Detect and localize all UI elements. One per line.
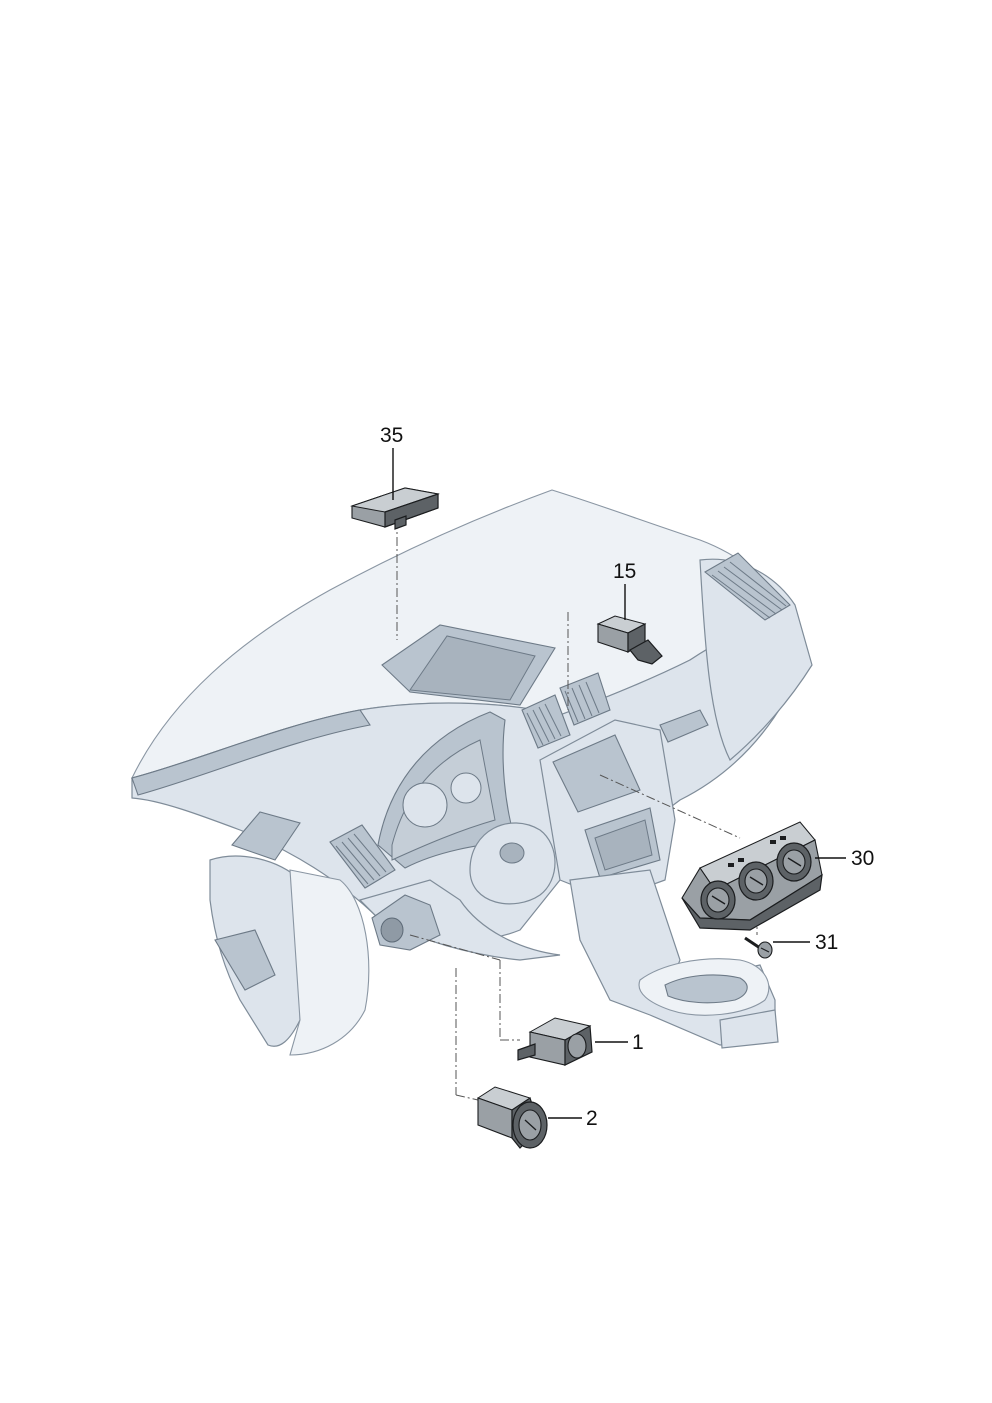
speedometer-dial bbox=[402, 782, 448, 828]
glovebox-handle bbox=[659, 709, 709, 743]
left-edge-vent bbox=[231, 811, 301, 861]
upper-storage-bin-inner bbox=[409, 635, 536, 701]
callout-labels: 35 15 30 31 1 2 bbox=[380, 424, 874, 1130]
climate-knob-right[interactable] bbox=[776, 842, 812, 882]
ignition-lock bbox=[499, 842, 525, 864]
light-switch-hole bbox=[380, 917, 404, 943]
part-35-sensor[interactable] bbox=[350, 487, 440, 530]
dashboard-right-end bbox=[699, 558, 813, 761]
centre-vent-right-slats bbox=[564, 681, 600, 723]
left-air-vent bbox=[329, 824, 396, 889]
part-15-control-unit[interactable] bbox=[596, 615, 663, 665]
tachometer-dial bbox=[450, 772, 482, 804]
gear-shift-opening bbox=[664, 974, 748, 1004]
callout-leaders bbox=[392, 448, 846, 1119]
left-bracket-rib bbox=[214, 929, 276, 991]
callout-1: 1 bbox=[632, 1031, 644, 1054]
callout-30: 30 bbox=[851, 847, 874, 870]
part-30-climate-control-panel[interactable] bbox=[681, 821, 823, 931]
assembly-lines bbox=[396, 520, 758, 1101]
climate-knob-centre[interactable] bbox=[738, 861, 774, 901]
part-31-screw[interactable] bbox=[744, 936, 773, 959]
callout-15: 15 bbox=[613, 560, 636, 583]
centre-vent-left-slats bbox=[526, 703, 562, 746]
part-2-light-switch[interactable] bbox=[476, 1086, 548, 1149]
left-end-cap bbox=[289, 869, 370, 1056]
climate-knob-left[interactable] bbox=[700, 880, 736, 920]
dashboard-assembly bbox=[130, 489, 813, 1056]
right-air-vent bbox=[704, 552, 791, 621]
callout-31: 31 bbox=[815, 931, 838, 954]
part-1-switch-module[interactable] bbox=[517, 1017, 593, 1066]
dashboard-top-edge bbox=[131, 709, 371, 796]
climate-buttons bbox=[728, 836, 786, 867]
console-tunnel-front bbox=[719, 1009, 779, 1049]
console-storage-inner bbox=[594, 819, 653, 871]
right-air-vent-slats bbox=[711, 561, 787, 619]
radio-slot bbox=[552, 734, 641, 813]
callout-2: 2 bbox=[586, 1107, 598, 1130]
callout-35: 35 bbox=[380, 424, 403, 447]
left-air-vent-slats bbox=[335, 833, 387, 885]
